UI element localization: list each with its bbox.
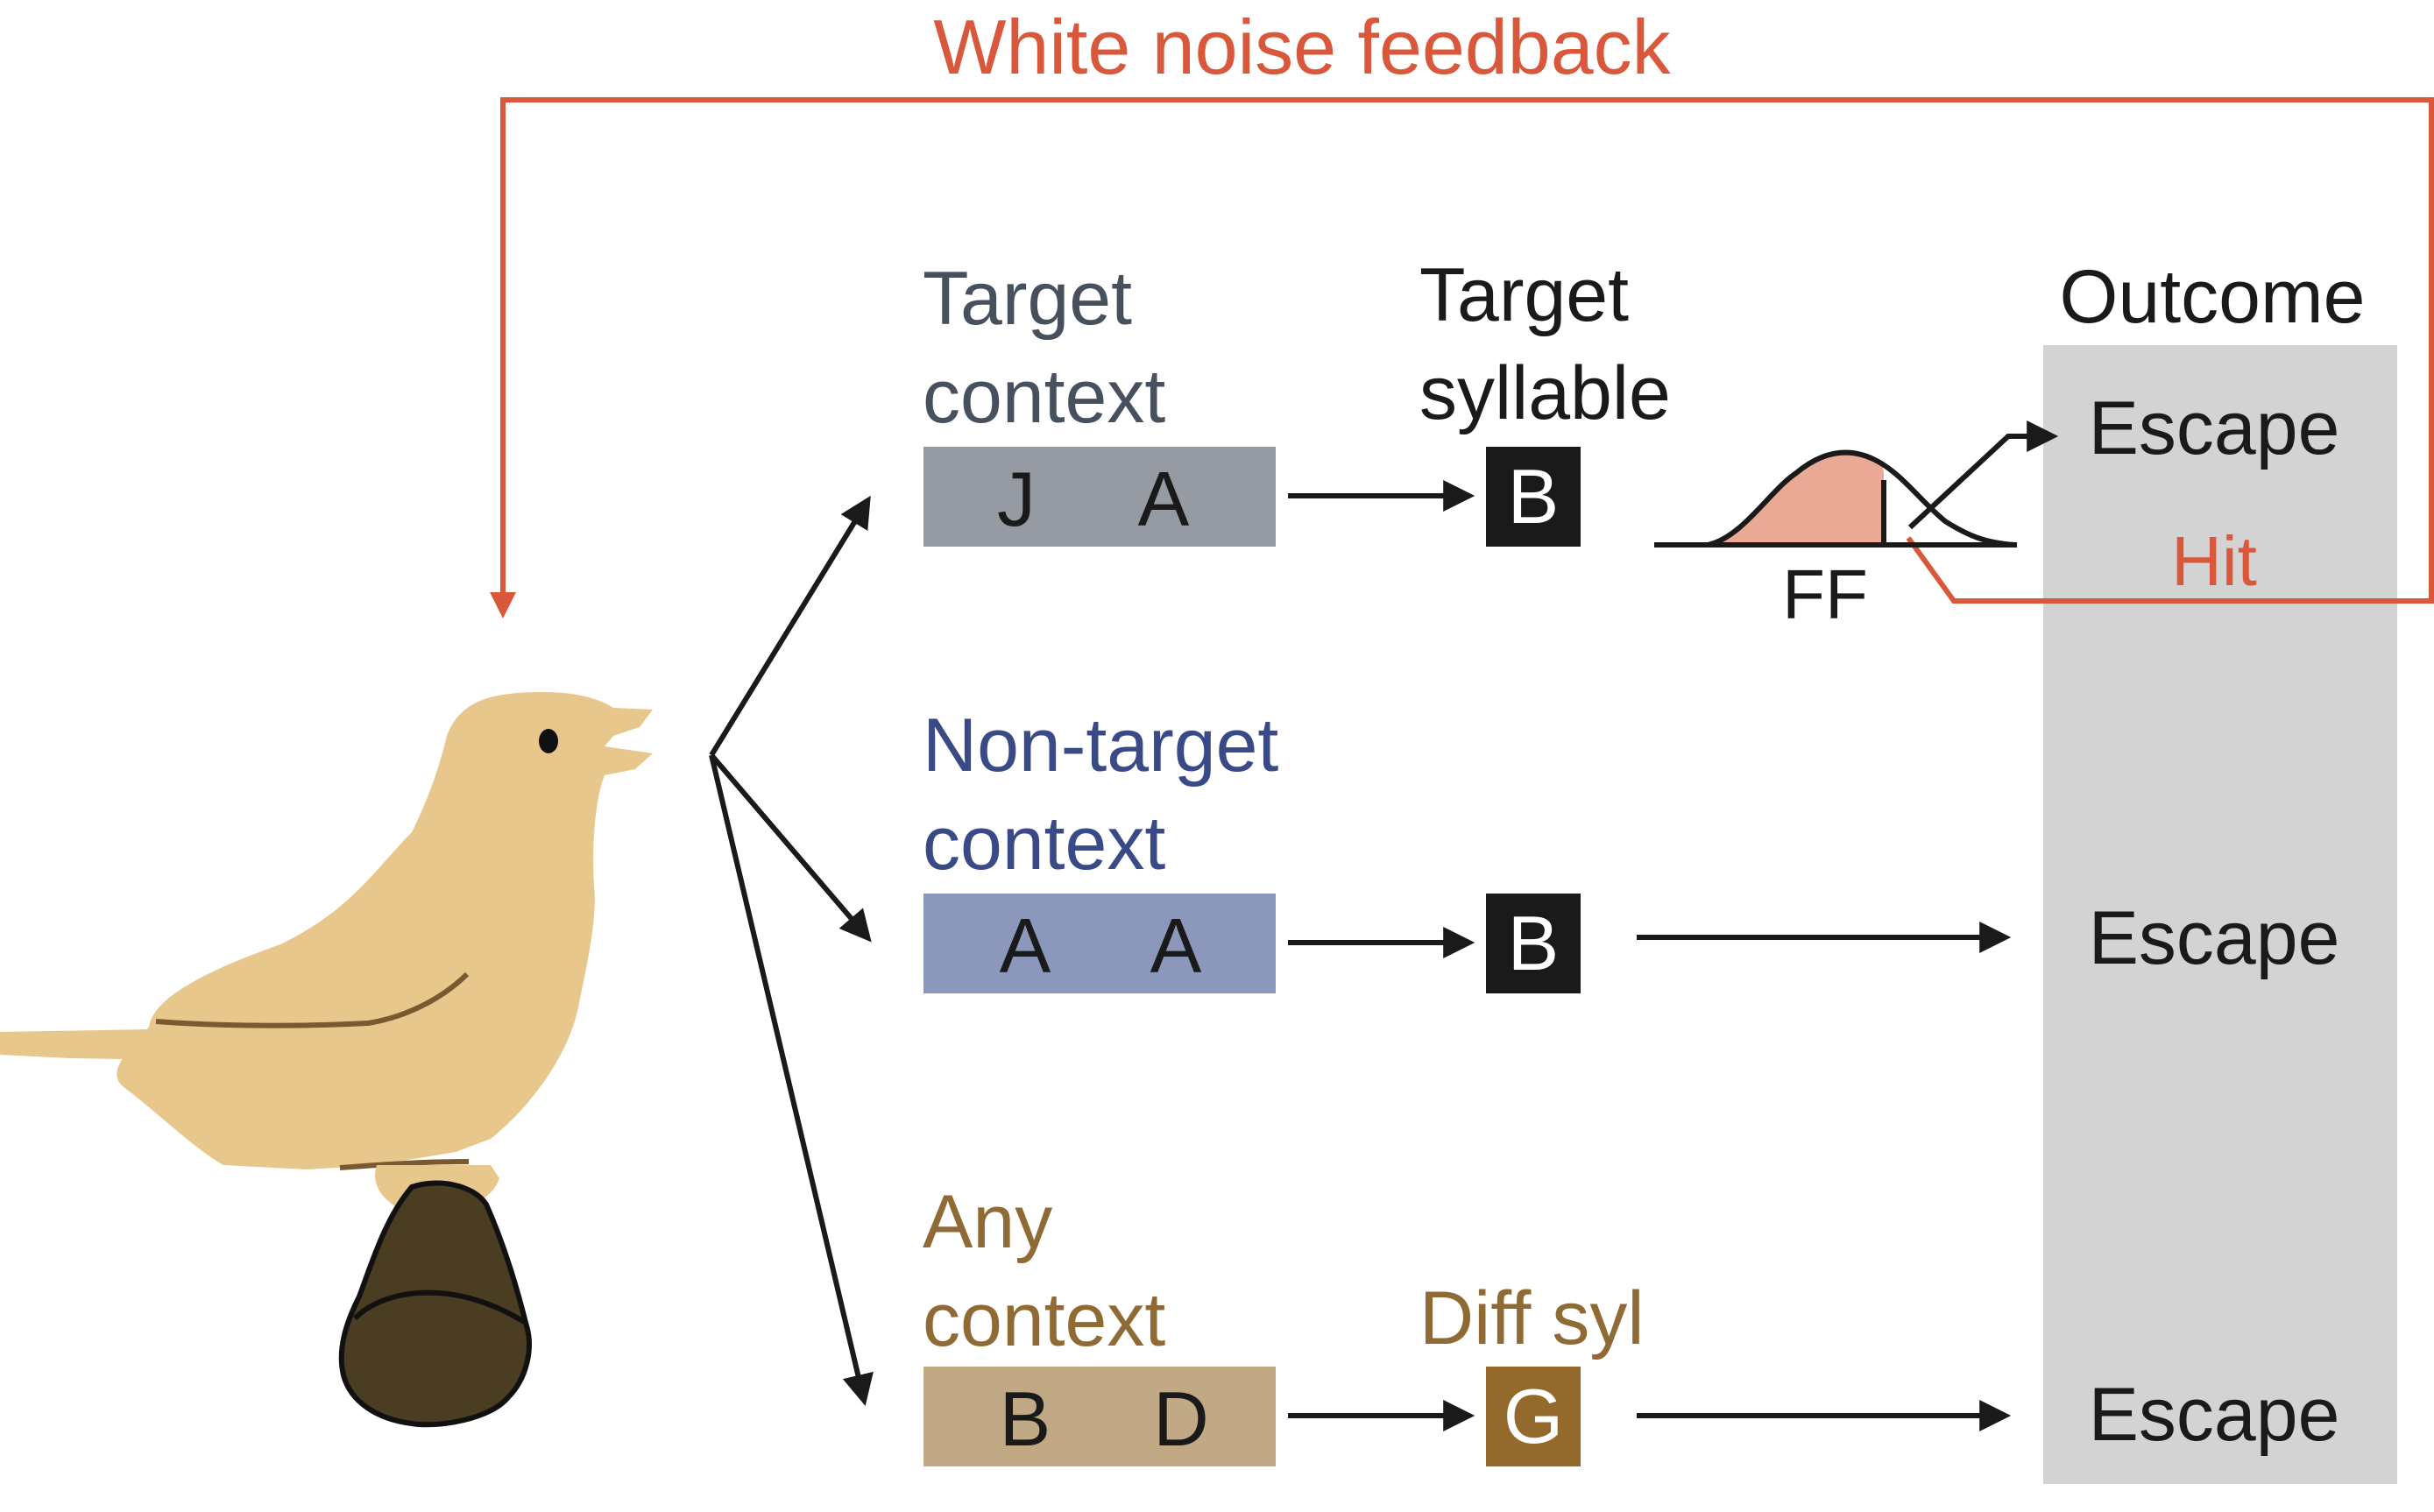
target-syllable-box bbox=[1486, 447, 1581, 547]
nontarget-context-letter-2: A bbox=[1150, 902, 1202, 989]
nontarget-syllable-box bbox=[1486, 894, 1581, 993]
any-outcome-escape: Escape bbox=[2089, 1373, 2340, 1457]
nontarget-context-box bbox=[923, 894, 1276, 993]
any-context-box bbox=[923, 1367, 1276, 1466]
distribution-curve-icon bbox=[1654, 449, 2017, 548]
escape-branch-arrow bbox=[1907, 420, 2059, 530]
any-context-letter-1: B bbox=[1000, 1375, 1051, 1462]
row-non-target: Non-target context A A B Escape bbox=[923, 703, 2339, 993]
feedback-line bbox=[490, 97, 2434, 618]
target-syllable-letter: B bbox=[1508, 453, 1560, 540]
nontarget-context-label-line1: Non-target bbox=[923, 703, 1278, 788]
nontarget-outcome-escape: Escape bbox=[2089, 896, 2340, 980]
any-context-label-line1: Any bbox=[923, 1180, 1052, 1264]
any-context-letter-2: D bbox=[1153, 1375, 1209, 1462]
outcome-panel bbox=[2043, 345, 2397, 1484]
diff-syllable-box bbox=[1486, 1367, 1581, 1466]
nontarget-context-letter-1: A bbox=[1000, 902, 1051, 989]
feedback-label: White noise feedback bbox=[933, 4, 1671, 90]
target-context-label-line2: context bbox=[923, 355, 1165, 439]
target-context-box bbox=[923, 447, 1276, 547]
branch-arrows bbox=[709, 495, 874, 1407]
row-target: Target context J A Target syllable B FF … bbox=[923, 253, 2339, 633]
outcome-header: Outcome bbox=[2060, 255, 2366, 339]
target-syllable-header-line1: Target bbox=[1419, 253, 1629, 337]
row-any: Any context B D Diff syl G Escape bbox=[923, 1180, 2339, 1466]
nontarget-syllable-letter: B bbox=[1508, 900, 1560, 986]
any-context-label-line2: context bbox=[923, 1278, 1165, 1362]
feedback-loop bbox=[490, 97, 2434, 618]
diff-syllable-letter: G bbox=[1504, 1373, 1563, 1459]
perch-icon bbox=[338, 1180, 532, 1428]
distribution-label: FF bbox=[1782, 555, 1868, 633]
bird-icon bbox=[0, 692, 653, 1213]
target-context-letter-1: J bbox=[997, 456, 1036, 542]
diff-syl-header: Diff syl bbox=[1419, 1276, 1644, 1360]
target-syllable-header-line2: syllable bbox=[1419, 351, 1671, 435]
nontarget-context-label-line2: context bbox=[923, 802, 1165, 886]
hit-label: Hit bbox=[2171, 522, 2257, 600]
target-context-letter-2: A bbox=[1138, 456, 1190, 542]
target-context-label-line1: Target bbox=[923, 257, 1132, 341]
target-outcome-escape: Escape bbox=[2089, 386, 2340, 470]
